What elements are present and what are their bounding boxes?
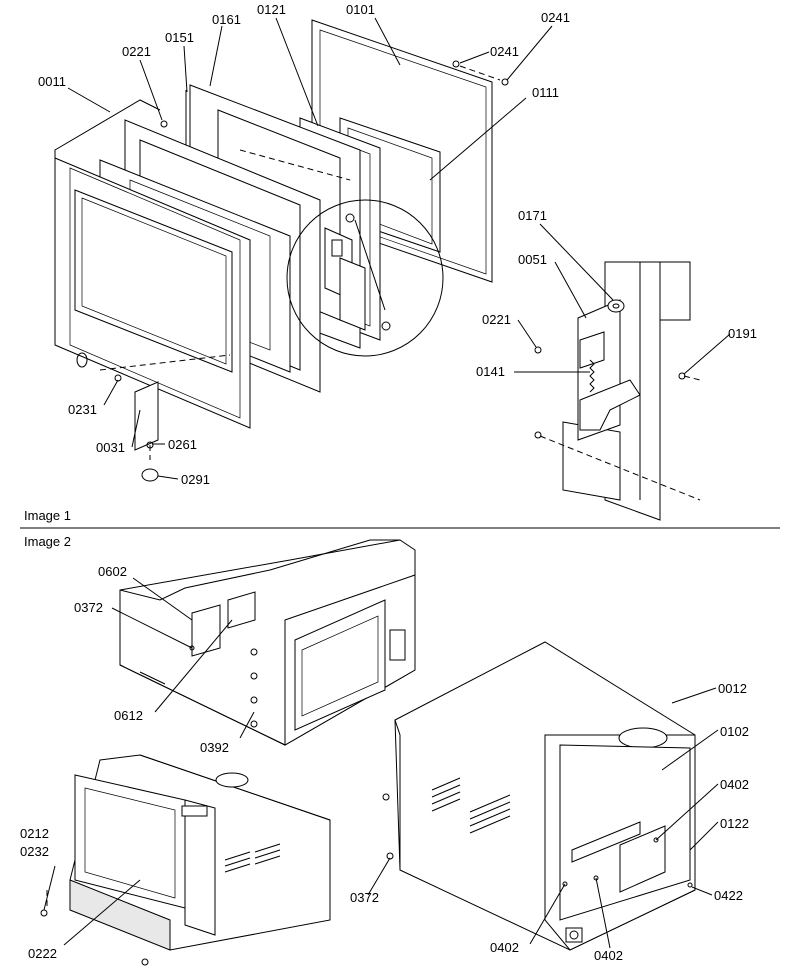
latch-detail-drawing (534, 261, 701, 521)
label-0171: 0171 (518, 208, 547, 223)
label-0101: 0101 (346, 2, 375, 17)
label-0602: 0602 (98, 564, 127, 579)
label-0051: 0051 (518, 252, 547, 267)
label-0161: 0161 (212, 12, 241, 27)
label-0372-bottom: 0372 (350, 890, 379, 905)
label-0122: 0122 (720, 816, 749, 831)
oven-front-left-drawing (40, 754, 331, 966)
label-0031: 0031 (96, 440, 125, 455)
label-0221-latch: 0221 (482, 312, 511, 327)
label-0191: 0191 (728, 326, 757, 341)
label-0222: 0222 (28, 946, 57, 961)
section-title-image1: Image 1 (24, 508, 71, 523)
label-0231: 0231 (68, 402, 97, 417)
label-0141: 0141 (476, 364, 505, 379)
section-title-image2: Image 2 (24, 534, 71, 549)
label-0422: 0422 (714, 888, 743, 903)
label-0111: 0111 (532, 85, 559, 100)
label-0012: 0012 (718, 681, 747, 696)
label-0102: 0102 (720, 724, 749, 739)
label-0121: 0121 (257, 2, 286, 17)
label-0261: 0261 (168, 437, 197, 452)
label-0392: 0392 (200, 740, 229, 755)
label-0402-right: 0402 (720, 777, 749, 792)
oven-cabinet-right-drawing (382, 641, 696, 951)
label-0402-bottom-left: 0402 (490, 940, 519, 955)
label-0372-top: 0372 (74, 600, 103, 615)
label-0011: 0011 (38, 74, 66, 89)
label-0151: 0151 (165, 30, 194, 45)
part-labels: 0101 0121 0161 0151 0221 0011 0241 0241 … (20, 2, 757, 963)
leader-lines (43, 17, 731, 949)
label-0612: 0612 (114, 708, 143, 723)
label-0241-right: 0241 (541, 10, 570, 25)
door-assembly-drawing (54, 19, 509, 482)
label-0212: 0212 (20, 826, 49, 841)
label-0402-bottom-right: 0402 (594, 948, 623, 963)
oven-rear-left-drawing (119, 539, 416, 746)
label-0232: 0232 (20, 844, 49, 859)
label-0241-left: 0241 (490, 44, 519, 59)
label-0221-top: 0221 (122, 44, 151, 59)
label-0291: 0291 (181, 472, 210, 487)
